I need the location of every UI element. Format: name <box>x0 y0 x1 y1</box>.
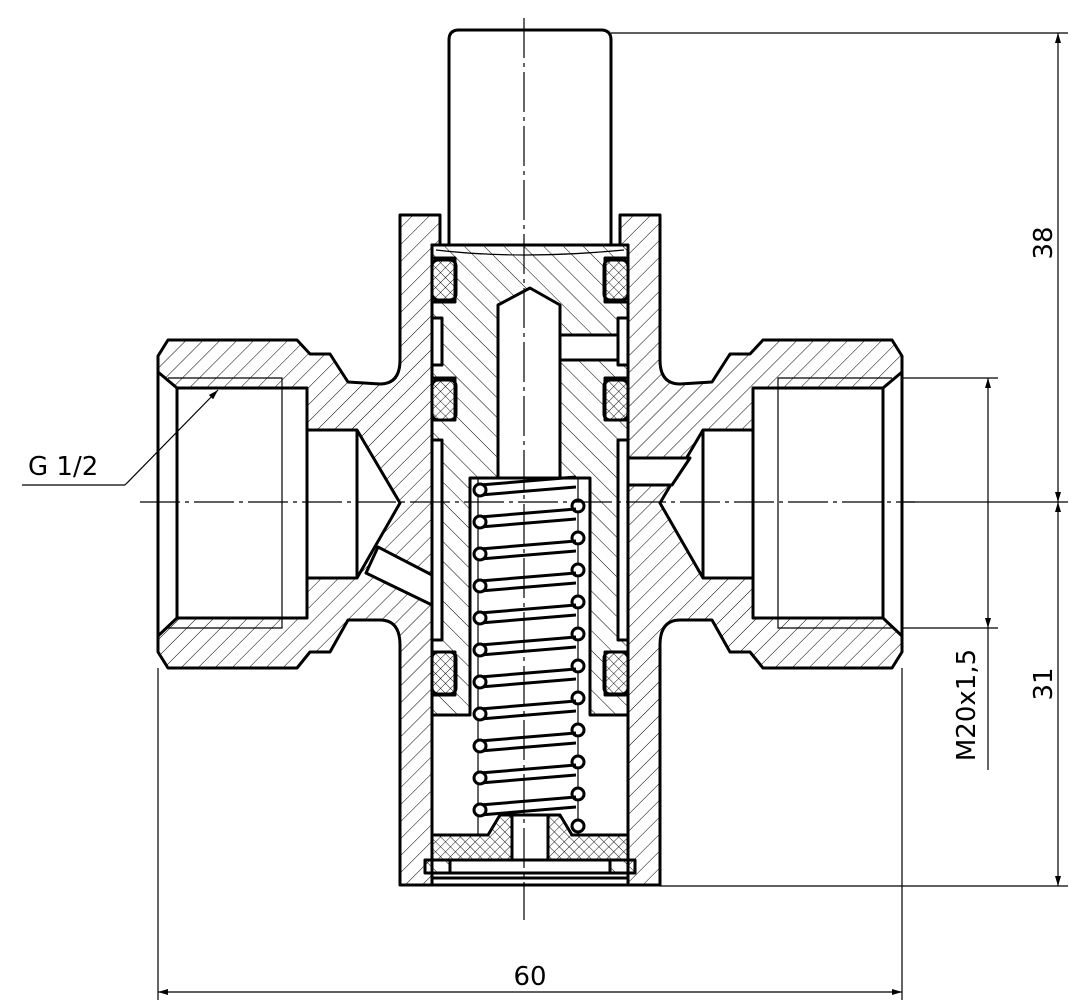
piston <box>430 243 630 717</box>
spring-wire-section <box>472 706 488 722</box>
dim-38: 38 <box>1029 226 1059 259</box>
spring-coil <box>479 667 577 689</box>
spring-wire-section <box>472 514 488 530</box>
spring-wire-section <box>472 802 488 818</box>
adjustment-cap <box>447 28 613 245</box>
spring-coil <box>479 571 577 593</box>
spring-wire-section <box>472 770 488 786</box>
spring-coil <box>479 763 577 785</box>
spring-wire-section <box>472 578 488 594</box>
spring <box>472 475 586 835</box>
spring-coil <box>479 795 577 817</box>
spring-wire-section <box>472 482 488 498</box>
thread-label-g12: G 1/2 <box>28 452 98 482</box>
spring-coil <box>479 475 577 497</box>
spring-wire-section <box>570 818 586 834</box>
stem <box>496 286 562 480</box>
spring-wire-section <box>472 642 488 658</box>
dimensions <box>22 32 1068 1000</box>
spring-coil <box>479 539 577 561</box>
dim-m20x1-5: M20x1,5 <box>952 649 982 761</box>
valve-body <box>156 213 904 887</box>
o-rings <box>430 258 630 696</box>
spring-coil <box>479 731 577 753</box>
spring-wire-section <box>472 674 488 690</box>
spring-wire-section <box>472 738 488 754</box>
spring-coil <box>479 635 577 657</box>
spring-coil <box>479 699 577 721</box>
spring-coil <box>479 507 577 529</box>
dim-60: 60 <box>513 962 546 992</box>
spring-coil <box>479 603 577 625</box>
spring-wire-section <box>472 610 488 626</box>
spring-wire-section <box>472 546 488 562</box>
dim-31: 31 <box>1029 667 1059 700</box>
